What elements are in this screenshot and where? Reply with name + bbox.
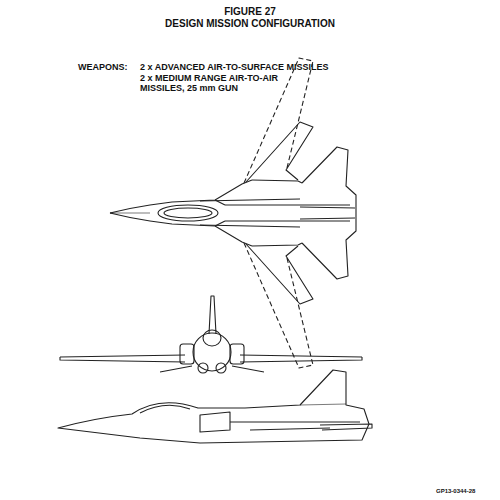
canopy	[158, 205, 218, 221]
weapon-item: 2 x ADVANCED AIR-TO-SURFACE MISSILES	[140, 62, 329, 72]
front-view	[60, 296, 362, 373]
figure-subtitle: DESIGN MISSION CONFIGURATION	[165, 18, 335, 30]
weapon-item: 2 x MEDIUM RANGE AIR-TO-AIR MISSILES, 25…	[140, 73, 318, 94]
plan-view-half	[110, 58, 356, 213]
drawing-code: GP13-0344-28	[436, 488, 475, 495]
weapons-heading: WEAPONS:	[78, 62, 128, 72]
figure-title: FIGURE 27	[224, 6, 276, 18]
side-view	[58, 370, 372, 443]
